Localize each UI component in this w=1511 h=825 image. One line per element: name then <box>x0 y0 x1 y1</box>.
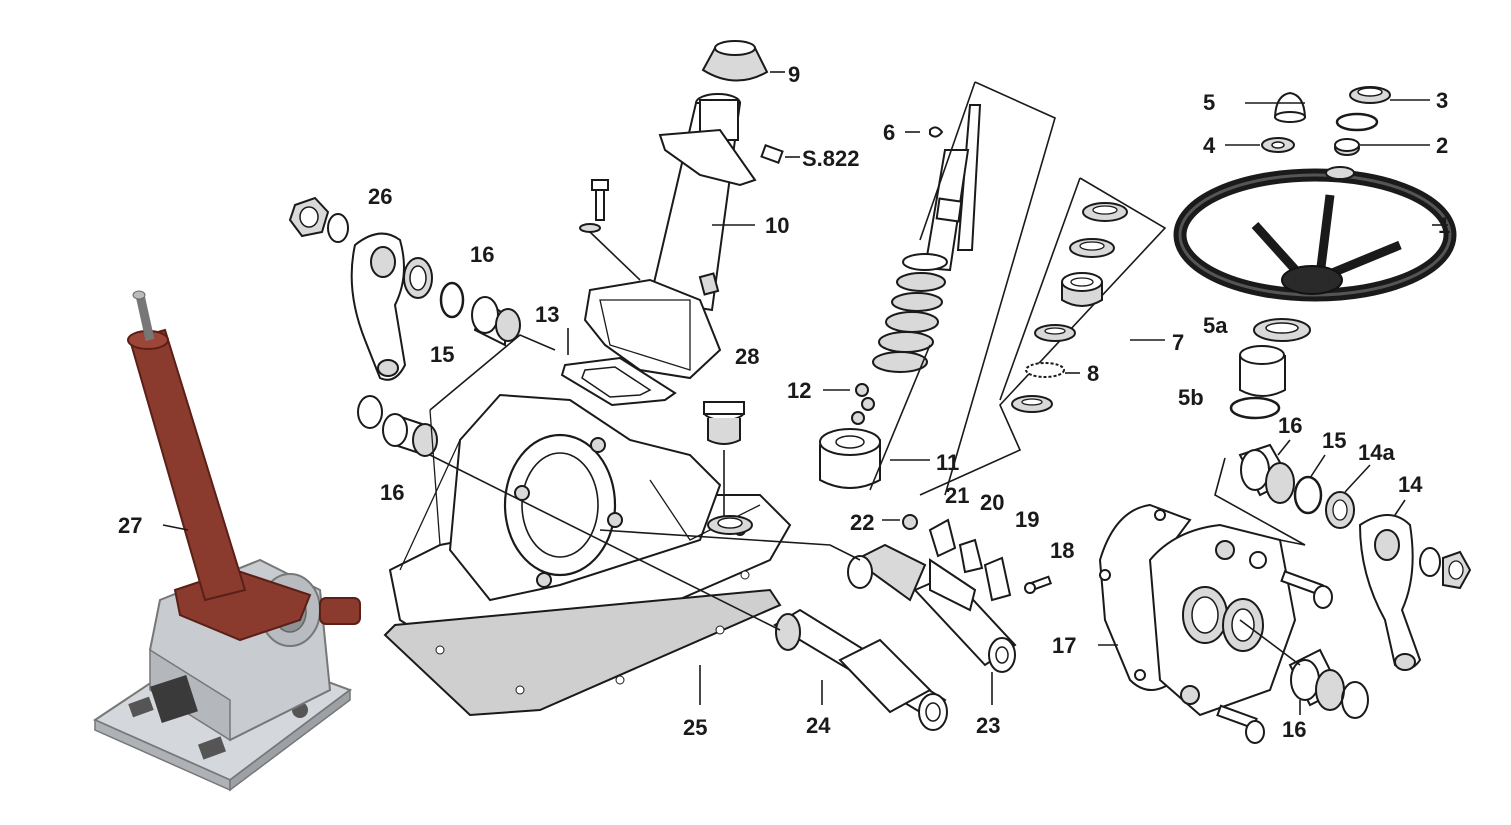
sector-shafts <box>429 454 1053 731</box>
label-part-22: 22 <box>850 510 874 535</box>
label-part-15-right: 15 <box>1322 428 1346 453</box>
label-part-19: 19 <box>1015 507 1039 532</box>
label-part-16-right-top: 16 <box>1278 413 1302 438</box>
left-pitman-arm <box>288 196 556 457</box>
label-part-14a: 14a <box>1358 440 1395 465</box>
worm-gear <box>872 253 948 373</box>
label-part-4: 4 <box>1203 133 1216 158</box>
part-number-labels: 1 2 3 4 5 5a 5b 6 7 8 9 10 11 12 13 14 1… <box>118 62 1450 742</box>
label-part-14: 14 <box>1398 472 1423 497</box>
label-part-16-top: 16 <box>470 242 494 267</box>
label-part-11: 11 <box>936 450 959 475</box>
label-part-27: 27 <box>118 513 142 538</box>
label-part-10: 10 <box>765 213 789 238</box>
assembly-brackets <box>869 81 1167 496</box>
label-part-18: 18 <box>1050 538 1074 563</box>
label-part-6: 6 <box>883 120 895 145</box>
label-part-15-left: 15 <box>430 342 454 367</box>
right-side-cover <box>1098 443 1472 744</box>
column-tube <box>560 40 784 407</box>
label-part-1: 1 <box>1438 213 1450 238</box>
label-part-3: 3 <box>1436 88 1448 113</box>
label-part-20: 20 <box>980 490 1004 515</box>
label-part-26: 26 <box>368 184 392 209</box>
gearbox-housing <box>383 393 792 717</box>
label-part-16-right-bottom: 16 <box>1282 717 1306 742</box>
wheel-hardware <box>1229 86 1391 420</box>
steering-wheel <box>1173 168 1457 302</box>
label-part-12: 12 <box>787 378 811 403</box>
label-part-9: 9 <box>788 62 800 87</box>
label-part-5: 5 <box>1203 90 1215 115</box>
label-part-7: 7 <box>1172 330 1184 355</box>
bearing-stack <box>1011 202 1128 413</box>
label-part-28: 28 <box>735 344 759 369</box>
leader-lines <box>162 71 1448 715</box>
label-part-8: 8 <box>1087 361 1099 386</box>
label-part-23: 23 <box>976 713 1000 738</box>
label-part-2: 2 <box>1436 133 1448 158</box>
label-part-16-left: 16 <box>380 480 404 505</box>
label-part-17: 17 <box>1052 633 1076 658</box>
assembled-steering-column <box>92 290 361 792</box>
label-part-24: 24 <box>806 713 831 738</box>
label-s822: S.822 <box>802 146 860 171</box>
label-part-21: 21 <box>945 483 969 508</box>
label-part-5b: 5b <box>1178 385 1204 410</box>
steering-shaft-worm <box>819 104 982 489</box>
label-part-5a: 5a <box>1203 313 1228 338</box>
label-part-25: 25 <box>683 715 707 740</box>
label-part-13: 13 <box>535 302 559 327</box>
